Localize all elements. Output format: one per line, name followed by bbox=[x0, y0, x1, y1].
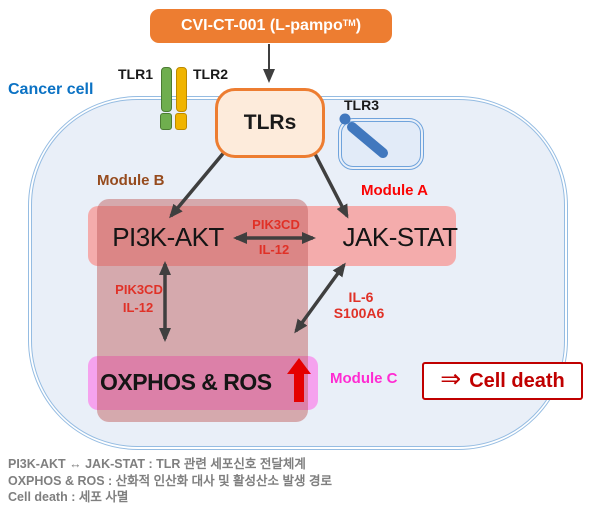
tlr2-label: TLR2 bbox=[193, 66, 228, 82]
tlr2-receptor-foot-icon bbox=[175, 113, 187, 130]
jak-stat-node: JAK-STAT bbox=[342, 222, 458, 252]
edge-label-s100a6: S100A6 bbox=[333, 305, 385, 321]
trademark-superscript: TM bbox=[342, 17, 356, 28]
tlr1-receptor-icon bbox=[161, 67, 172, 112]
double-arrow-icon: ⇒ bbox=[440, 365, 462, 393]
ros-increase-arrow-icon bbox=[287, 358, 311, 402]
cell-death-label: Cell death bbox=[469, 369, 565, 392]
legend-line-oxphos: OXPHOS & ROS : 산화적 인산화 대사 및 활성산소 발생 경로 bbox=[8, 473, 332, 488]
tlrs-node: TLRs bbox=[215, 88, 325, 158]
edge-label-pik3cd-vertical: PIK3CD bbox=[115, 282, 163, 297]
tlr1-label: TLR1 bbox=[118, 66, 153, 82]
legend-line-cell-death: Cell death : 세포 사멸 bbox=[8, 490, 129, 504]
tlr1-receptor-foot-icon bbox=[160, 113, 172, 130]
tlrs-label: TLRs bbox=[243, 111, 297, 134]
tlr3-receptor-icon bbox=[339, 113, 388, 158]
cancer-cell-label: Cancer cell bbox=[8, 81, 94, 98]
cell-death-box: ⇒ Cell death bbox=[422, 362, 583, 400]
legend: PI3K-AKT ↔ JAK-STAT : TLR 관련 세포신호 전달체계 O… bbox=[8, 456, 332, 506]
legend-line-pi3k-jak: PI3K-AKT ↔ JAK-STAT : TLR 관련 세포신호 전달체계 bbox=[8, 457, 306, 471]
edge-label-pik3cd-horizontal: PIK3CD bbox=[252, 217, 300, 232]
compound-label-suffix: ) bbox=[355, 17, 362, 34]
compound-label: CVI-CT-001 (L-pampo bbox=[180, 17, 343, 34]
tlr2-receptor-icon bbox=[176, 67, 187, 112]
module-c-label: Module C bbox=[330, 370, 398, 387]
module-a-label: Module A bbox=[361, 182, 428, 199]
module-b-label: Module B bbox=[97, 172, 165, 189]
edge-label-il12-vertical: IL-12 bbox=[122, 300, 154, 315]
edge-label-il6: IL-6 bbox=[348, 289, 374, 305]
tlr3-label: TLR3 bbox=[344, 97, 379, 113]
oxphos-ros-box bbox=[88, 356, 318, 410]
edge-label-il12-horizontal: IL-12 bbox=[258, 242, 290, 257]
oxphos-ros-node: OXPHOS & ROS bbox=[100, 369, 272, 395]
pi3k-akt-node: PI3K-AKT bbox=[112, 222, 224, 252]
